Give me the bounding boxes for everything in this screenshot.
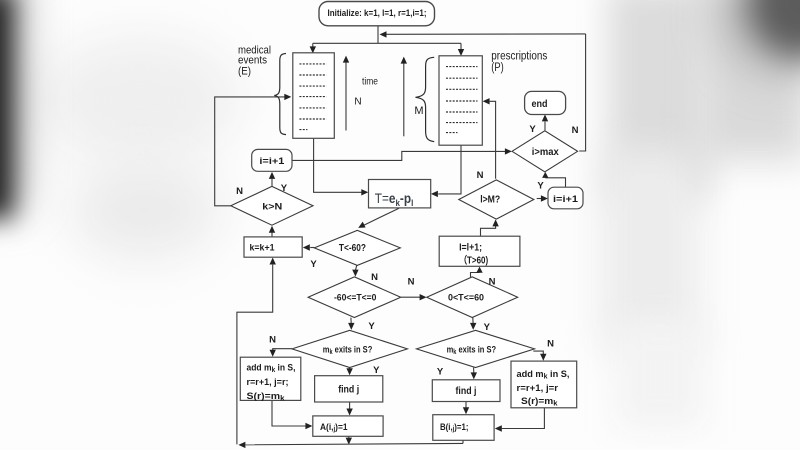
svg-text:add mk in S,: add mk in S, <box>247 363 296 375</box>
svg-text:A(i,j)=1: A(i,j)=1 <box>320 422 348 433</box>
svg-text:l>M?: l>M? <box>480 194 500 205</box>
svg-text:add mk in S,: add mk in S, <box>517 369 570 381</box>
svg-text:find j: find j <box>338 385 359 396</box>
svg-text:Y: Y <box>310 259 317 270</box>
svg-text:0<T<=60: 0<T<=60 <box>448 293 484 304</box>
svg-text:find j: find j <box>456 386 477 397</box>
svg-text:Y: Y <box>437 367 444 378</box>
svg-text:Y: Y <box>484 322 491 333</box>
svg-text:T<-60?: T<-60? <box>339 243 366 254</box>
svg-text:medical: medical <box>238 45 271 57</box>
svg-text:mk exits in S?: mk exits in S? <box>323 345 373 357</box>
svg-text:i=i+1: i=i+1 <box>259 156 285 167</box>
svg-text:Y: Y <box>281 183 288 194</box>
svg-text:I=l+1;: I=l+1; <box>459 242 482 253</box>
svg-text:N: N <box>236 186 243 197</box>
svg-text:time: time <box>362 77 378 88</box>
svg-text:N: N <box>408 276 415 287</box>
svg-text:Y: Y <box>373 365 380 376</box>
svg-text:S(r)=mk: S(r)=mk <box>247 391 285 403</box>
svg-text:N: N <box>572 125 579 136</box>
svg-text:（T>60): （T>60) <box>459 253 488 266</box>
svg-text:Y: Y <box>368 321 375 332</box>
svg-text:M: M <box>414 105 423 117</box>
svg-text:N: N <box>489 276 496 287</box>
svg-text:N: N <box>371 272 378 283</box>
svg-text:Initialize: k=1, l=1, r=1,i=1;: Initialize: k=1, l=1, r=1,i=1; <box>328 8 427 19</box>
svg-text:Y: Y <box>537 180 544 191</box>
svg-text:B(i,j)=1;: B(i,j)=1; <box>440 422 469 433</box>
svg-text:events: events <box>238 55 267 67</box>
svg-text:T=ek-pl: T=ek-pl <box>375 190 414 209</box>
svg-text:k=k+1: k=k+1 <box>250 243 276 254</box>
svg-text:r=r+1, j=r;: r=r+1, j=r; <box>247 377 289 387</box>
svg-text:-60<=T<=0: -60<=T<=0 <box>334 293 377 304</box>
svg-text:N: N <box>354 97 361 108</box>
svg-text:N: N <box>547 339 554 350</box>
svg-text:k>N: k>N <box>262 202 282 213</box>
svg-text:N: N <box>477 170 484 181</box>
svg-text:Y: Y <box>529 124 536 135</box>
svg-text:end: end <box>532 99 548 110</box>
svg-text:prescriptions: prescriptions <box>491 51 547 63</box>
svg-text:r=r+1, j=r: r=r+1, j=r <box>517 383 559 393</box>
svg-text:mk exits in S?: mk exits in S? <box>447 345 497 357</box>
svg-text:(E): (E) <box>238 66 251 78</box>
svg-text:i>max: i>max <box>532 146 559 158</box>
svg-text:N: N <box>269 334 276 345</box>
svg-text:i=i+1: i=i+1 <box>553 194 579 205</box>
svg-text:(P): (P) <box>491 62 504 74</box>
svg-text:S(r)=mk: S(r)=mk <box>521 396 558 408</box>
